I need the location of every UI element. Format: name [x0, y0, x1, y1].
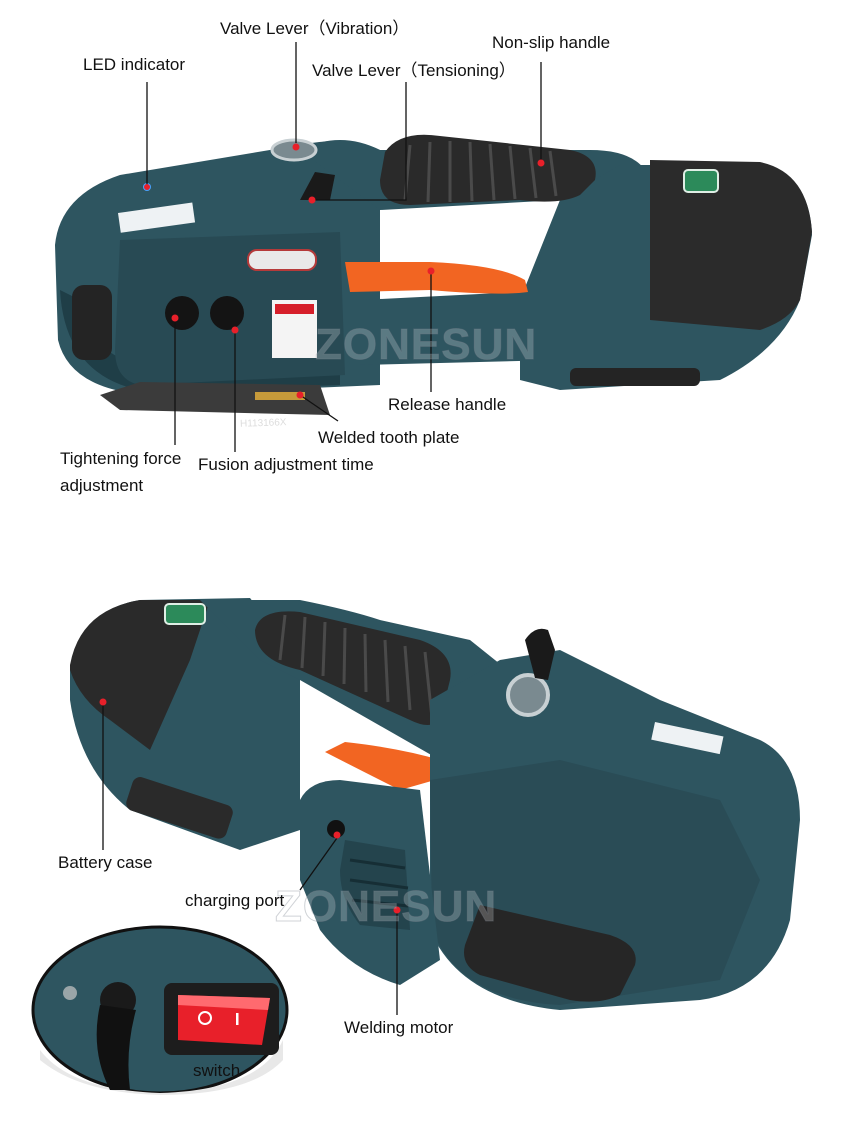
bottom-battery-vent [126, 777, 233, 839]
bottom-tension-lever [525, 628, 555, 680]
watermark-bottom: ZONESUN [274, 882, 498, 932]
callout-leaders [102, 42, 542, 1015]
top-battery-badge [683, 169, 719, 193]
top-rear-vent [72, 285, 112, 360]
leader-welded-plate [299, 394, 339, 422]
label-switch: switch [193, 1061, 241, 1080]
bottom-valve-button [506, 673, 550, 717]
leader-charging [299, 837, 338, 891]
bottom-battery-badge [164, 603, 206, 625]
label-battery-case: Battery case [58, 853, 153, 872]
top-welded-tooth-plate [100, 382, 330, 415]
bottom-side-sticker [651, 721, 724, 755]
top-release-lever [345, 262, 528, 294]
label-valve-lever-vibration: Valve Lever（Vibration） [220, 19, 410, 38]
top-front-vent [570, 368, 700, 386]
watermark-top: ZONESUN [314, 320, 538, 370]
switch-inset [31, 925, 289, 1095]
top-side-sticker [118, 202, 196, 233]
top-battery-cap [650, 160, 812, 330]
label-tightening-force-adjustment: Tightening force adjustment [60, 449, 182, 495]
top-non-slip-grip [380, 134, 596, 205]
plate-code: H113166X [239, 417, 287, 430]
label-charging-port: charging port [185, 891, 285, 910]
bottom-charging-port [327, 820, 345, 838]
label-welding-motor: Welding motor [344, 1018, 454, 1037]
tightening-force-knob [165, 296, 199, 330]
leader-valve-tensioning [312, 82, 407, 201]
label-led-indicator: LED indicator [83, 55, 186, 74]
top-strapping-tool [55, 134, 812, 415]
bottom-battery-cap [70, 600, 210, 750]
top-model-badge [247, 249, 317, 271]
label-welded-tooth-plate: Welded tooth plate [318, 428, 460, 447]
label-release-handle: Release handle [388, 395, 507, 414]
callout-dots [99, 143, 545, 914]
bottom-release-lever [325, 742, 440, 790]
bottom-side-vent [464, 905, 636, 1002]
bottom-strapping-tool [70, 598, 800, 1010]
top-valve-button [270, 138, 318, 162]
top-tension-lever [300, 172, 335, 200]
label-fusion-adjustment-time: Fusion adjustment time [198, 455, 374, 474]
fusion-time-knob [210, 296, 244, 330]
label-valve-lever-tensioning: Valve Lever（Tensioning） [312, 61, 516, 80]
label-non-slip-handle: Non-slip handle [492, 33, 611, 52]
